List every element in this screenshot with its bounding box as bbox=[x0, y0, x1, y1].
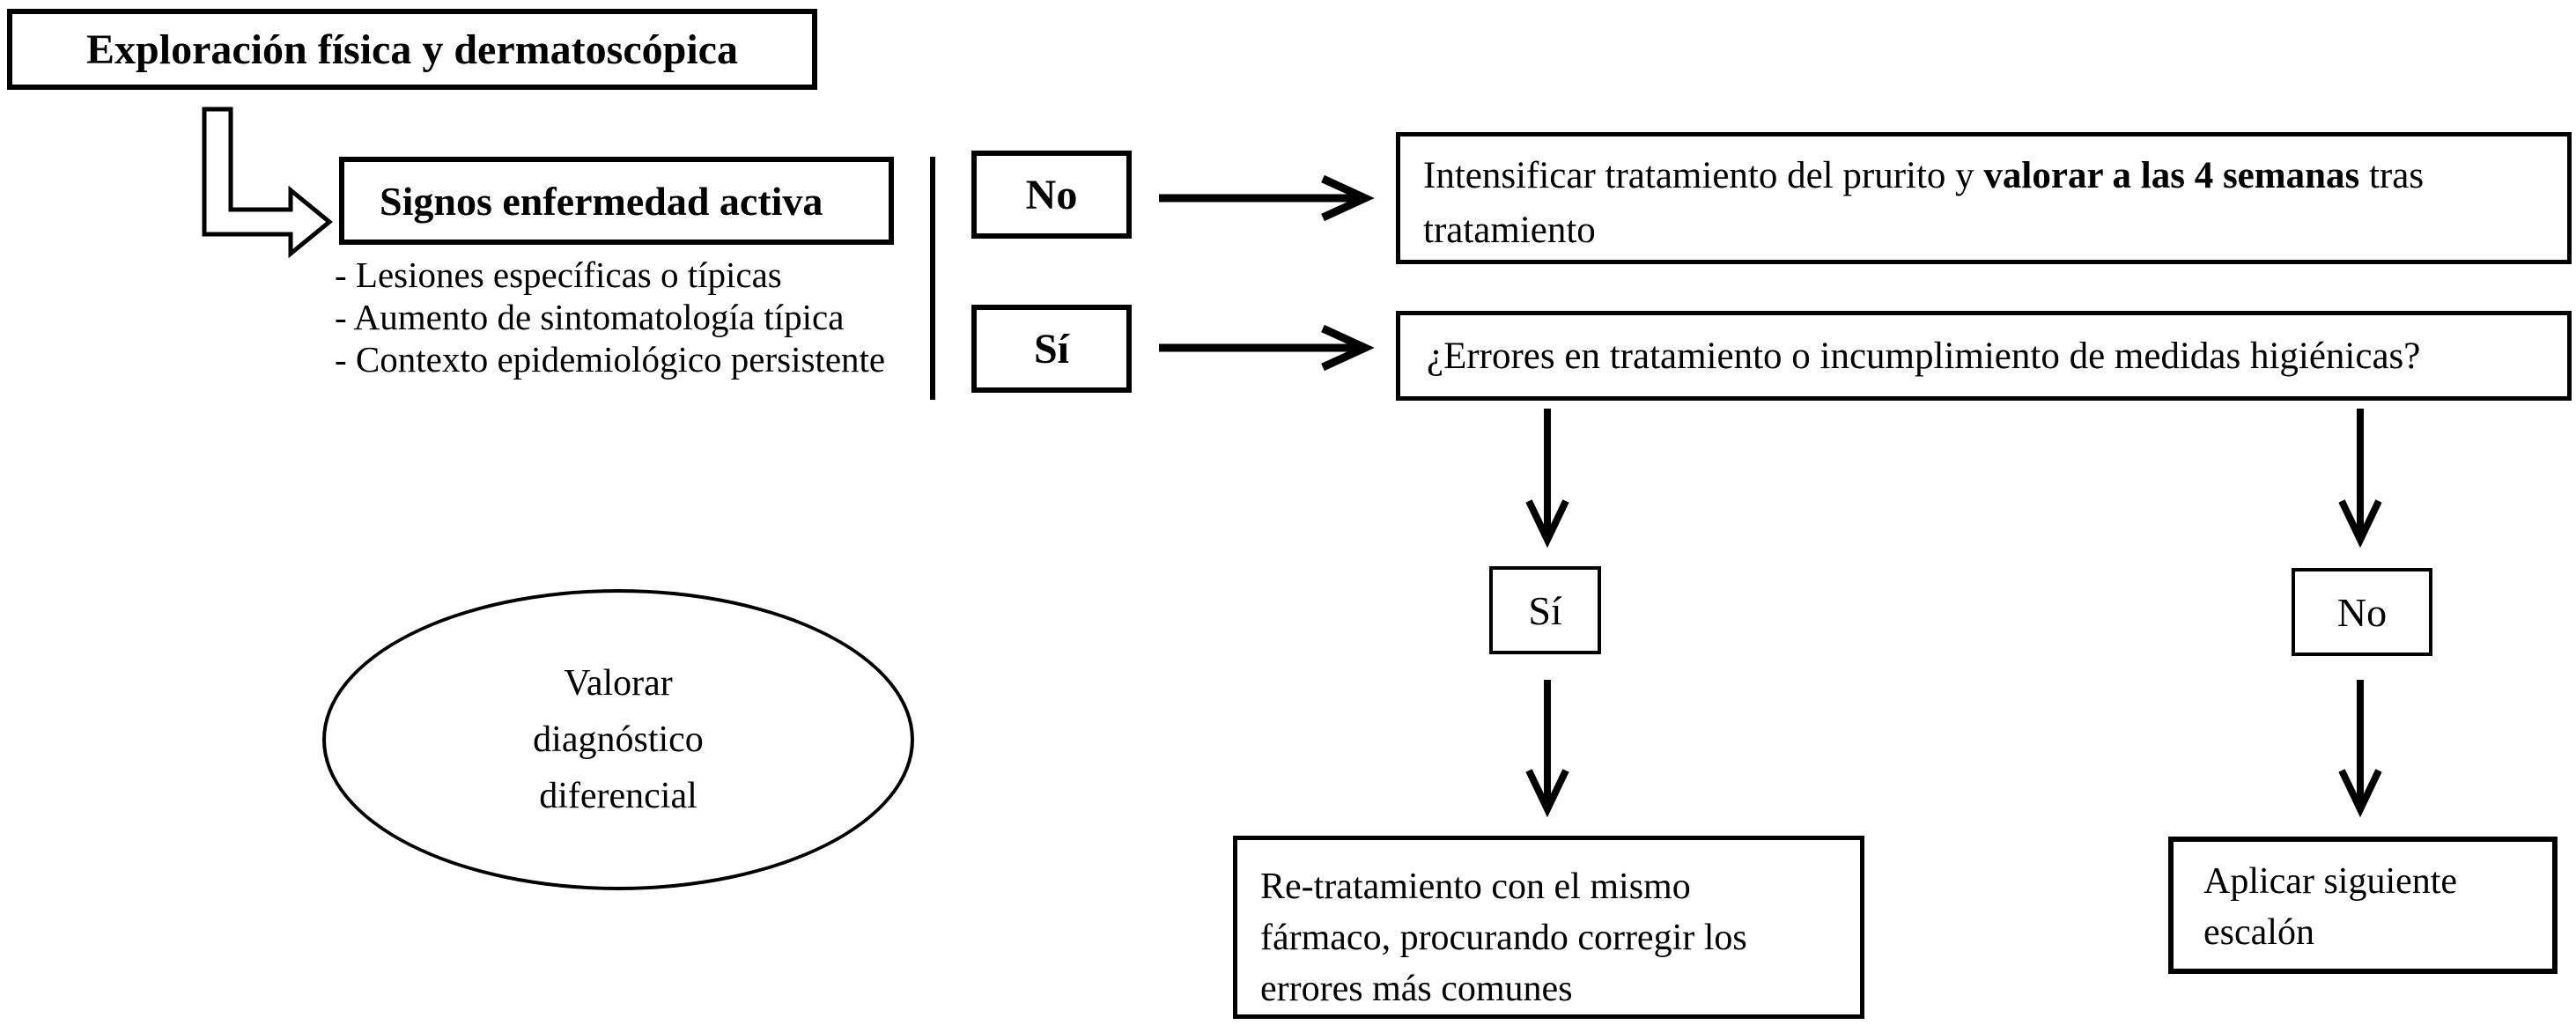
branch-no-box: No bbox=[971, 151, 1132, 239]
next-step-box: Aplicar siguiente escalón bbox=[2168, 837, 2558, 974]
errors-si-box: Sí bbox=[1489, 566, 1601, 654]
arrow-si-to-question-icon bbox=[1159, 324, 1375, 372]
arrow-no-to-next-step-icon bbox=[2338, 680, 2382, 818]
arrow-question-to-no-icon bbox=[2338, 409, 2382, 549]
errors-question-label: ¿Errores en tratamiento o incumplimiento… bbox=[1427, 335, 2421, 377]
retreatment-line: Re-tratamiento con el mismo bbox=[1260, 866, 1691, 907]
signs-criteria-item: - Contexto epidemiológico persistente bbox=[335, 339, 886, 380]
signs-criteria-list: - Lesiones específicas o típicas - Aumen… bbox=[335, 254, 916, 380]
branch-no-label: No bbox=[1025, 171, 1078, 218]
errors-si-label: Sí bbox=[1528, 587, 1562, 633]
signs-criteria-item: - Lesiones específicas o típicas bbox=[335, 254, 782, 295]
differential-diagnosis-ellipse: Valorar diagnóstico diferencial bbox=[322, 589, 914, 890]
retreatment-box: Re-tratamiento con el mismo fármaco, pro… bbox=[1233, 836, 1864, 1019]
next-step-line: escalón bbox=[2203, 912, 2314, 953]
differential-line: Valorar bbox=[564, 663, 673, 704]
branch-divider-line bbox=[930, 157, 935, 400]
intensify-treatment-box: Intensificar tratamiento del prurito y v… bbox=[1396, 132, 2572, 264]
errors-no-label: No bbox=[2336, 589, 2388, 635]
retreatment-line: fármaco, procurando corregir los bbox=[1260, 918, 1747, 958]
exploration-box: Exploración física y dermatoscópica bbox=[7, 9, 817, 90]
arrow-si-to-retreatment-icon bbox=[1525, 680, 1569, 818]
errors-question-box: ¿Errores en tratamiento o incumplimiento… bbox=[1396, 311, 2572, 401]
branch-si-label: Sí bbox=[1033, 325, 1070, 372]
arrow-question-to-si-icon bbox=[1525, 409, 1569, 549]
signs-box: Signos enfermedad activa bbox=[339, 157, 894, 245]
next-step-line: Aplicar siguiente bbox=[2203, 861, 2458, 902]
intensify-line1-bold: valorar a las 4 semanas bbox=[1983, 155, 2360, 196]
exploration-label: Exploración física y dermatoscópica bbox=[86, 26, 738, 73]
signs-criteria-item: - Aumento de sintomatología típica bbox=[335, 297, 845, 337]
intensify-treatment-line1: Intensificar tratamiento del prurito y v… bbox=[1423, 149, 2544, 203]
bent-arrow-icon bbox=[202, 107, 333, 259]
intensify-line1-pre: Intensificar tratamiento del prurito y bbox=[1423, 155, 1984, 196]
errors-no-box: No bbox=[2292, 568, 2432, 656]
intensify-line1-post: tras bbox=[2359, 155, 2425, 196]
differential-line: diagnóstico bbox=[533, 719, 704, 760]
retreatment-line: errores más comunes bbox=[1260, 969, 1573, 1009]
signs-label: Signos enfermedad activa bbox=[380, 178, 823, 224]
arrow-no-to-treatment-icon bbox=[1159, 174, 1375, 222]
differential-line: diferencial bbox=[539, 776, 698, 816]
branch-si-box: Sí bbox=[971, 305, 1132, 393]
intensify-treatment-line2: tratamiento bbox=[1423, 210, 1596, 251]
